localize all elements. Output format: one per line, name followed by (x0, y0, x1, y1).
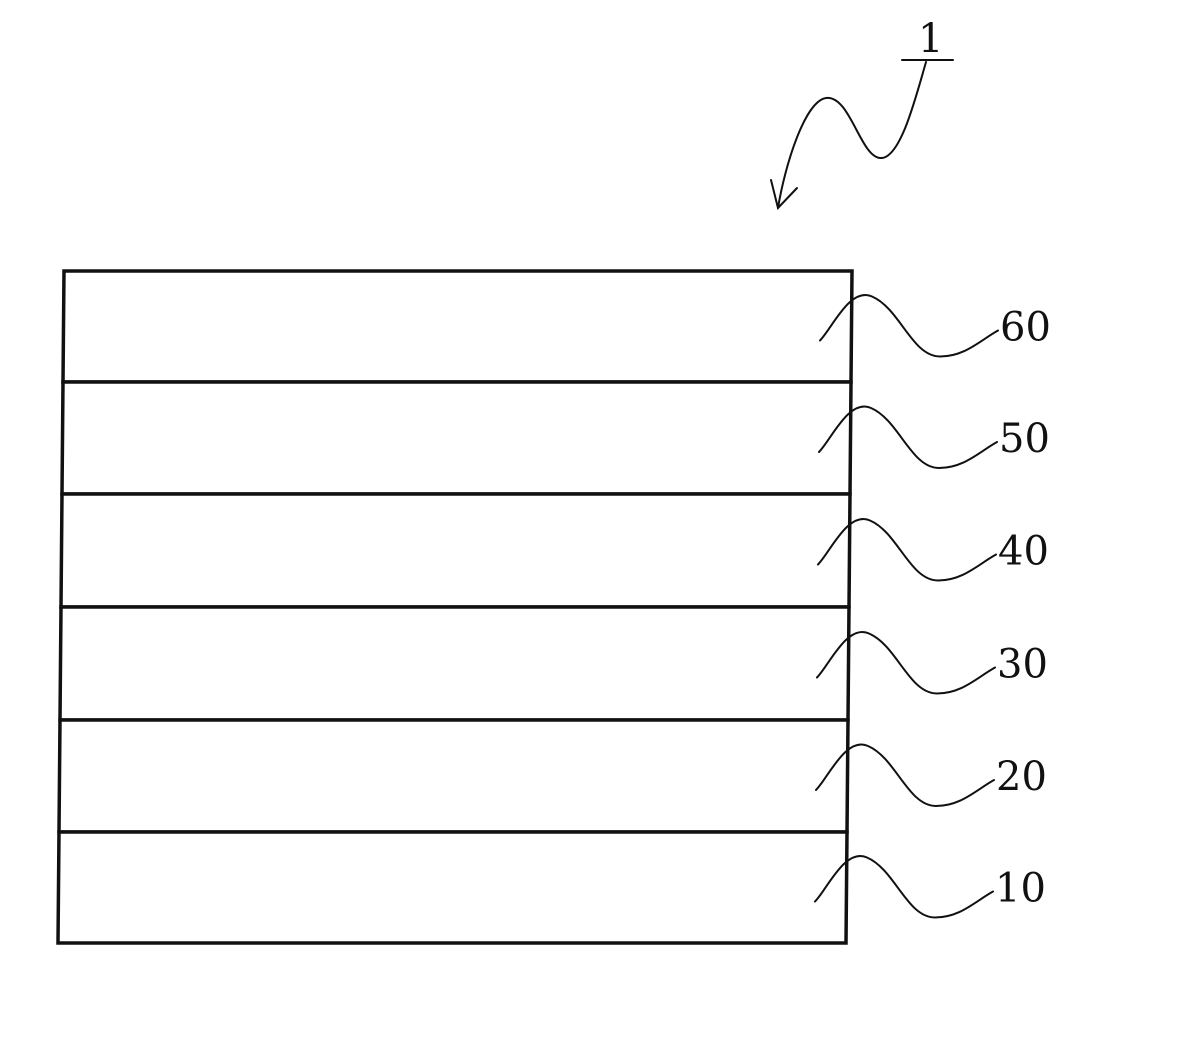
layer-20 (59, 720, 848, 832)
overall-ref-wavy-arrow (778, 62, 926, 208)
layer-60 (63, 271, 852, 382)
overall-reference: 1 (771, 16, 953, 208)
overall-ref-label: 1 (918, 16, 943, 62)
overall-ref-arrowhead (771, 180, 797, 208)
layer-label-50: 50 (999, 416, 1050, 462)
layers-group (58, 271, 852, 943)
layer-label-60: 60 (1000, 305, 1051, 351)
layer-label-40: 40 (998, 529, 1049, 575)
layer-label-10: 10 (995, 866, 1046, 912)
layer-50 (62, 382, 851, 494)
layer-40 (61, 494, 850, 607)
layer-label-20: 20 (996, 754, 1047, 800)
layer-30 (60, 607, 849, 720)
layer-label-30: 30 (997, 642, 1048, 688)
layer-10 (58, 832, 847, 943)
